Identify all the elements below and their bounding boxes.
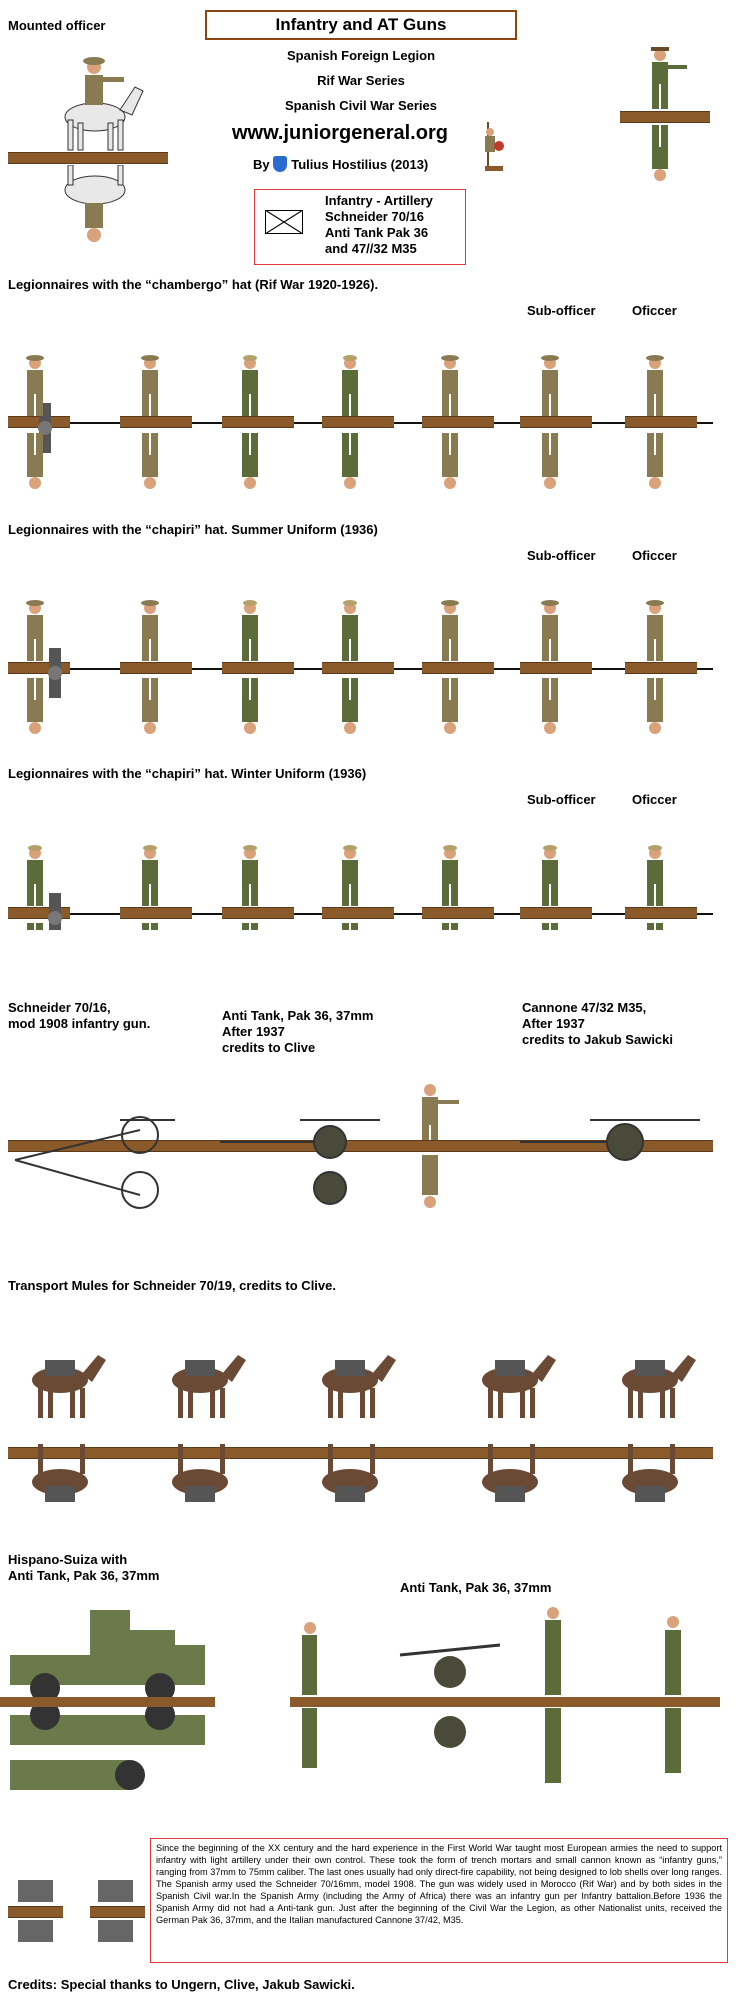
author-name: Tulius Hostilius (2013) [291, 157, 429, 172]
row-base [520, 907, 592, 919]
gun-figures [14, 1084, 700, 1209]
officer-base [620, 111, 710, 123]
mule-base [8, 1447, 713, 1459]
standing-officer-figure [651, 47, 687, 109]
row-base [120, 907, 192, 919]
small-mg-figures [18, 1880, 133, 1942]
history-note: Since the beginning of the XX century an… [150, 1838, 728, 1963]
section-summer-heading: Legionnaires with the “chapiri” hat. Sum… [8, 522, 378, 537]
row-base [520, 416, 592, 428]
mounted-officer-figure [64, 57, 144, 151]
subtitle-rif: Rif War Series [317, 73, 405, 88]
page-title: Infantry and AT Guns [205, 10, 517, 40]
caption-line: After 1937 [522, 1016, 585, 1031]
mounted-officer-mirror [64, 165, 126, 242]
mounted-officer-base [8, 152, 168, 164]
caption-line: credits to Clive [222, 1040, 316, 1055]
site-url[interactable]: www.juniorgeneral.org [232, 122, 448, 144]
caption-line: mod 1908 infantry gun. [8, 1016, 151, 1031]
legionnaire-figures [26, 355, 664, 930]
caption-line: credits to Jakub Sawicki [522, 1032, 674, 1047]
legend-line: and 47//32 M35 [325, 241, 417, 256]
sub-officer-label: Sub-officer [527, 792, 596, 807]
row-base [322, 416, 394, 428]
standing-officer-mirror [652, 125, 668, 181]
row-base [222, 662, 294, 674]
row-base [222, 416, 294, 428]
sub-officer-label: Sub-officer [527, 548, 596, 563]
mules-heading: Transport Mules for Schneider 70/19, cre… [8, 1278, 336, 1293]
legend-line: Schneider 70/16 [325, 209, 424, 224]
legend-line: Infantry - Artillery [325, 193, 433, 208]
caption-line: Anti Tank, Pak 36, 37mm [222, 1008, 374, 1023]
pak-caption: Anti Tank, Pak 36, 37mm After 1937 credi… [222, 1008, 374, 1056]
row-base [520, 662, 592, 674]
shield-icon [273, 156, 288, 172]
mounted-officer-label: Mounted officer [8, 18, 106, 33]
section-chambergo-heading: Legionnaires with the “chambergo” hat (R… [8, 277, 379, 292]
small-banner-figure [485, 122, 504, 171]
row-base [120, 416, 192, 428]
officer-label: Oficcer [632, 303, 677, 318]
caption-line: Cannone 47/32 M35, [522, 1000, 647, 1015]
author-line: By Tulius Hostilius (2013) [253, 156, 428, 172]
row-base [322, 907, 394, 919]
legend-box: Infantry - Artillery Schneider 70/16 Ant… [254, 189, 466, 265]
by-label: By [253, 157, 270, 172]
schneider-caption: Schneider 70/16, mod 1908 infantry gun. [8, 1000, 150, 1032]
officer-label: Oficcer [632, 792, 677, 807]
row-base [222, 907, 294, 919]
cannone-caption: Cannone 47/32 M35, After 1937 credits to… [522, 1000, 673, 1048]
hispano-caption: Hispano-Suiza with Anti Tank, Pak 36, 37… [8, 1552, 160, 1584]
caption-line: Anti Tank, Pak 36, 37mm [8, 1568, 160, 1583]
legend-line: Anti Tank Pak 36 [325, 225, 429, 240]
caption-line: Hispano-Suiza with [8, 1552, 128, 1567]
row-base [422, 416, 494, 428]
sub-officer-label: Sub-officer [527, 303, 596, 318]
legend-text: Infantry - Artillery Schneider 70/16 Ant… [325, 193, 433, 257]
mule-figures [32, 1355, 696, 1502]
subtitle-legion: Spanish Foreign Legion [286, 48, 436, 63]
row-base [625, 662, 697, 674]
officer-label: Oficcer [632, 548, 677, 563]
credits-line: Credits: Special thanks to Ungern, Clive… [8, 1977, 355, 1992]
row-base [322, 662, 394, 674]
envelope-icon [265, 210, 303, 234]
truck-and-guns [0, 1607, 720, 1790]
row-base [625, 907, 697, 919]
pak-right-caption: Anti Tank, Pak 36, 37mm [400, 1580, 552, 1595]
row-base [422, 662, 494, 674]
small-base [8, 1906, 63, 1918]
caption-line: Schneider 70/16, [8, 1000, 111, 1015]
section-winter-heading: Legionnaires with the “chapiri” hat. Win… [8, 766, 367, 781]
small-base [90, 1906, 145, 1918]
caption-line: After 1937 [222, 1024, 285, 1039]
row-base [120, 662, 192, 674]
row-base [422, 907, 494, 919]
row-base [625, 416, 697, 428]
subtitle-civil-war: Spanish Civil War Series [285, 98, 437, 113]
